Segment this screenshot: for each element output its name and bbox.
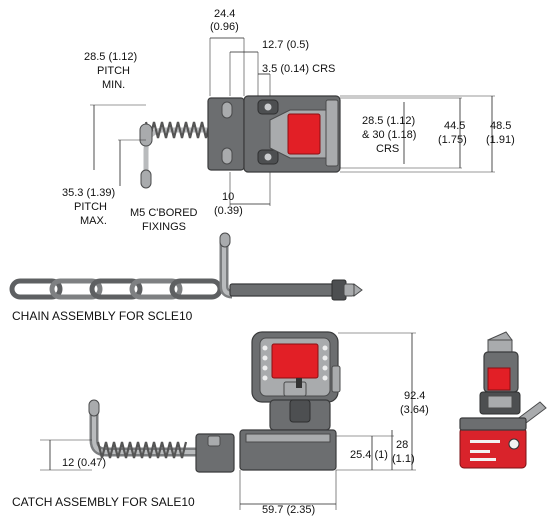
dim-pitch-min: 28.5 (1.12) — [84, 51, 137, 63]
dim-48-5: 48.5 — [490, 120, 511, 132]
dim-crs-2: & 30 (1.18) — [362, 129, 416, 141]
dim-fixings-2: FIXINGS — [142, 221, 186, 233]
top-dimension-lines — [90, 37, 495, 206]
iso-view-switch — [459, 331, 547, 469]
dim-48-5-in: (1.91) — [486, 134, 515, 146]
dim-10-in: (0.39) — [214, 205, 243, 217]
front-view-switch — [239, 331, 341, 471]
dim-92-4-in: (3.64) — [400, 404, 429, 416]
dim-12-7: 12.7 (0.5) — [262, 39, 309, 51]
top-red-actuator — [287, 113, 321, 155]
dim-crs-1: 28.5 (1.12) — [362, 115, 415, 127]
iso-red-actuator — [487, 367, 511, 391]
dim-92-4: 92.4 — [404, 390, 425, 402]
dim-pitch-min-tag: MIN. — [102, 79, 125, 91]
dim-10: 10 — [222, 191, 234, 203]
dim-fixings-1: M5 C'BORED — [130, 207, 198, 219]
dim-pitch-max-word: PITCH — [74, 201, 107, 213]
dim-24-4-in: (0.96) — [210, 21, 239, 33]
dim-crs-3: CRS — [376, 143, 399, 155]
dim-pitch-max: 35.3 (1.39) — [62, 187, 115, 199]
top-handle — [145, 129, 212, 186]
dim-44-5-in: (1.75) — [438, 134, 467, 146]
caption-chain: CHAIN ASSEMBLY FOR SCLE10 — [12, 309, 193, 323]
dim-pitch-min-word: PITCH — [97, 65, 130, 77]
dim-59-7: 59.7 (2.35) — [262, 504, 315, 516]
dim-12: 12 (0.47) — [62, 457, 106, 469]
dim-25-4: 25.4 (1) — [350, 449, 388, 461]
caption-catch: CATCH ASSEMBLY FOR SALE10 — [12, 495, 195, 509]
dim-pitch-max-tag: MAX. — [80, 215, 107, 227]
chain-assembly — [9, 232, 363, 301]
front-red-actuator — [271, 343, 319, 379]
top-spring — [144, 121, 220, 139]
dim-44-5: 44.5 — [444, 120, 465, 132]
top-view-switch — [139, 95, 341, 189]
catch-assembly — [88, 399, 235, 473]
dim-28-in: (1.1) — [392, 453, 415, 465]
dim-28: 28 — [396, 439, 408, 451]
dim-3-5: 3.5 (0.14) CRS — [262, 63, 335, 75]
dim-24-4: 24.4 — [214, 8, 235, 20]
